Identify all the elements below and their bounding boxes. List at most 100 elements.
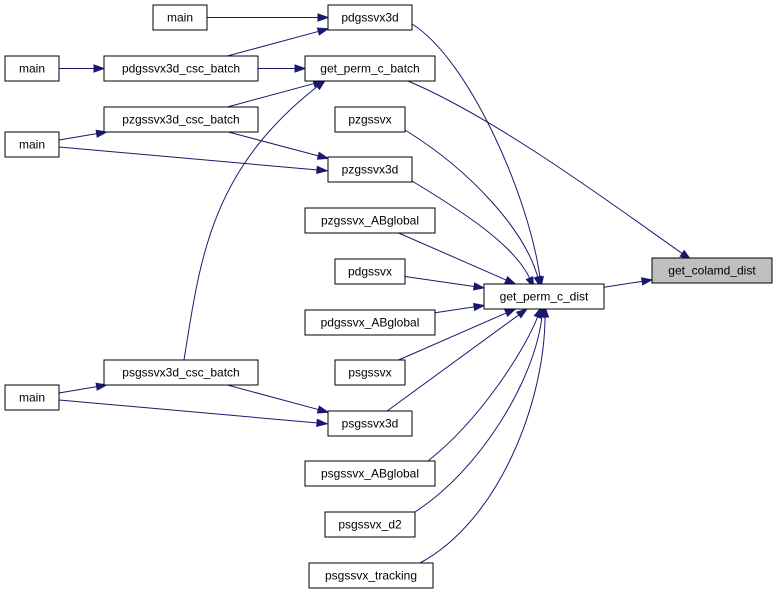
edge-psgssvx_tracking-to-get_perm_c_dist (419, 305, 550, 564)
node-pdgssvx-ABglobal[interactable]: pdgssvx_ABglobal (304, 309, 436, 336)
node-box (103, 359, 259, 386)
edge-main_3-to-pzgssvx3d_csc_batch (58, 129, 108, 141)
arrowhead (473, 282, 486, 291)
edge-main_3-to-pzgssvx3d (58, 146, 329, 175)
node-label: pdgssvx (348, 265, 392, 279)
arrowhead (316, 418, 329, 428)
edge-pdgssvx3d_csc_batch-to-pdgssvx3d (227, 27, 330, 57)
node-pdgssvx3d-csc-batch[interactable]: pdgssvx3d_csc_batch (103, 55, 259, 82)
node-pdgssvx[interactable]: pdgssvx (334, 258, 406, 285)
arrowhead (504, 308, 517, 318)
node-box (304, 460, 436, 487)
edge-psgssvx3d_csc_batch-to-get_perm_c_batch (183, 79, 327, 361)
arrowhead (540, 305, 550, 318)
arrowhead (515, 308, 529, 319)
node-pdgssvx3d[interactable]: pdgssvx3d (327, 4, 413, 31)
edge-pzgssvx3d_csc_batch-to-pzgssvx3d (228, 131, 330, 160)
node-label: get_colamd_dist (668, 264, 756, 278)
node-label: psgssvx_d2 (338, 518, 402, 532)
node-label: psgssvx_ABglobal (321, 467, 419, 481)
arrowhead (317, 13, 330, 22)
node-label: get_perm_c_dist (500, 290, 589, 304)
node-psgssvx-d2[interactable]: psgssvx_d2 (324, 511, 416, 538)
node-label: pdgssvx3d_csc_batch (122, 62, 240, 76)
arrowhead (314, 79, 327, 91)
node-psgssvx-ABglobal[interactable]: psgssvx_ABglobal (304, 460, 436, 487)
node-box (304, 309, 436, 336)
node-get-perm-c-batch[interactable]: get_perm_c_batch (304, 55, 436, 82)
node-psgssvx3d-csc-batch[interactable]: psgssvx3d_csc_batch (103, 359, 259, 386)
arrowhead (294, 64, 307, 73)
node-label: main (19, 138, 45, 152)
node-label: get_perm_c_batch (320, 62, 419, 76)
node-label: pzgssvx_ABglobal (321, 214, 419, 228)
arrowhead (316, 27, 330, 36)
nodes: main main main main pdgssvx3d pdgssvx3d_csc_b… (4, 4, 773, 589)
edge-psgssvx-to-get_perm_c_dist (398, 308, 517, 361)
edge-main_1-to-pdgssvx3d (207, 13, 330, 22)
node-box (483, 283, 605, 310)
node-get-colamd-dist[interactable]: get_colamd_dist (651, 257, 773, 284)
node-main-4[interactable]: main (4, 384, 60, 411)
node-box (4, 131, 60, 158)
node-label: psgssvx (348, 366, 391, 380)
node-box (327, 4, 413, 31)
node-box (304, 207, 436, 234)
node-box (334, 258, 406, 285)
node-box (308, 562, 434, 589)
node-box (152, 4, 208, 31)
arrowhead (316, 165, 329, 175)
node-label: main (19, 391, 45, 405)
arrowhead (316, 405, 330, 414)
node-label: psgssvx3d_csc_batch (122, 366, 239, 380)
edge-pdgssvx_ABglobal-to-get_perm_c_dist (434, 302, 486, 314)
node-pzgssvx-ABglobal[interactable]: pzgssvx_ABglobal (304, 207, 436, 234)
node-box (327, 156, 413, 183)
edge-pzgssvx_ABglobal-to-get_perm_c_dist (398, 232, 517, 285)
node-label: pzgssvx3d_csc_batch (122, 113, 239, 127)
node-label: psgssvx_tracking (325, 569, 417, 583)
node-pzgssvx3d-csc-batch[interactable]: pzgssvx3d_csc_batch (103, 106, 259, 133)
node-box (324, 511, 416, 538)
node-psgssvx3d[interactable]: psgssvx3d (327, 410, 413, 437)
node-label: main (167, 11, 193, 25)
arrowhead (640, 277, 654, 286)
edge-get_perm_c_dist-to-get_colamd_dist (603, 277, 654, 288)
edge-psgssvx3d_csc_batch-to-psgssvx3d (227, 384, 330, 414)
edge-pdgssvx-to-get_perm_c_dist (404, 276, 486, 291)
node-box (103, 106, 259, 133)
node-label: pdgssvx_ABglobal (321, 316, 420, 330)
node-label: main (19, 62, 45, 76)
edge-psgssvx3d-to-get_perm_c_dist (386, 308, 529, 412)
arrowhead (93, 64, 106, 73)
edge-psgssvx_ABglobal-to-get_perm_c_dist (427, 306, 542, 462)
edges (58, 13, 692, 564)
node-label: psgssvx3d (342, 417, 399, 431)
node-label: pzgssvx (348, 113, 391, 127)
edge-pdgssvx3d_csc_batch-to-get_perm_c_batch (258, 64, 307, 73)
node-get-perm-c-dist[interactable]: get_perm_c_dist (483, 283, 605, 310)
edge-main_4-to-psgssvx3d_csc_batch (58, 382, 108, 394)
node-pzgssvx3d[interactable]: pzgssvx3d (327, 156, 413, 183)
edge-pzgssvx3d-to-get_perm_c_dist (411, 180, 535, 289)
arrowhead (473, 302, 486, 312)
node-label: pdgssvx3d (341, 11, 398, 25)
arrowhead (504, 275, 517, 285)
node-main-2[interactable]: main (4, 55, 60, 82)
node-box (304, 55, 436, 82)
node-box (327, 410, 413, 437)
arrowhead (316, 151, 330, 160)
node-main-3[interactable]: main (4, 131, 60, 158)
node-box (334, 359, 406, 386)
node-main-1[interactable]: main (152, 4, 208, 31)
edge-main_2-to-pdgssvx3d_csc_batch (59, 64, 106, 73)
node-box (103, 55, 259, 82)
node-pzgssvx[interactable]: pzgssvx (334, 106, 406, 133)
node-psgssvx[interactable]: psgssvx (334, 359, 406, 386)
node-box (4, 384, 60, 411)
edge-get_perm_c_batch-to-get_colamd_dist (407, 80, 692, 261)
node-box (334, 106, 406, 133)
node-label: pzgssvx3d (342, 163, 399, 177)
node-psgssvx-tracking[interactable]: psgssvx_tracking (308, 562, 434, 589)
